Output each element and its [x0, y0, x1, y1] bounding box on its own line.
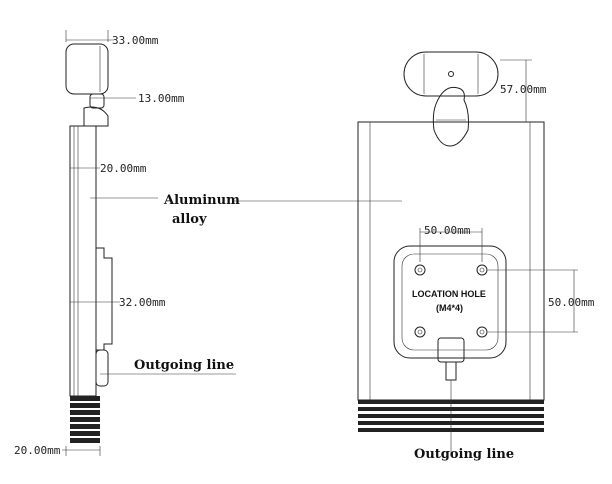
location-hole-label-line2: (M4*4)	[436, 303, 463, 313]
label-material-line1: Aluminum	[163, 193, 240, 208]
mount-plate-inner	[401, 253, 499, 351]
location-hole	[476, 326, 488, 338]
side-cable-exit	[95, 349, 109, 387]
location-hole-label-line1: LOCATION HOLE	[412, 289, 486, 299]
dim-side-bottom: 20.00mm	[14, 444, 61, 457]
dim-side-joint: 13.00mm	[138, 92, 185, 105]
dim-side-panel-thickness: 20.00mm	[100, 162, 147, 175]
dim-front-camera-height: 57.00mm	[500, 83, 547, 96]
label-material-line2: alloy	[172, 212, 207, 227]
label-outgoing-right: Outgoing line	[414, 447, 514, 462]
side-mount-block	[96, 247, 113, 351]
location-hole	[414, 264, 426, 276]
side-view: 33.00mm 13.00mm 20.00mm 32.00mm 20.00mm …	[14, 30, 236, 457]
front-camera-head	[403, 51, 499, 97]
side-camera-head	[65, 43, 109, 95]
side-joint	[89, 93, 105, 109]
mount-plate-outer	[393, 245, 507, 359]
dim-side-top-width: 33.00mm	[112, 34, 159, 47]
side-heat-sink	[70, 396, 100, 443]
location-hole	[414, 326, 426, 338]
dim-side-mount-depth: 32.00mm	[119, 296, 166, 309]
dim-hole-horizontal: 50.00mm	[424, 224, 471, 237]
dim-hole-vertical: 50.00mm	[548, 296, 595, 309]
front-joint	[432, 86, 469, 147]
material-label: Aluminum alloy	[90, 193, 402, 227]
front-camera-lens	[448, 71, 454, 77]
front-view: LOCATION HOLE (M4*4) Outgoing line 57.00…	[357, 51, 595, 462]
label-outgoing-left: Outgoing line	[134, 358, 234, 373]
location-hole	[476, 264, 488, 276]
